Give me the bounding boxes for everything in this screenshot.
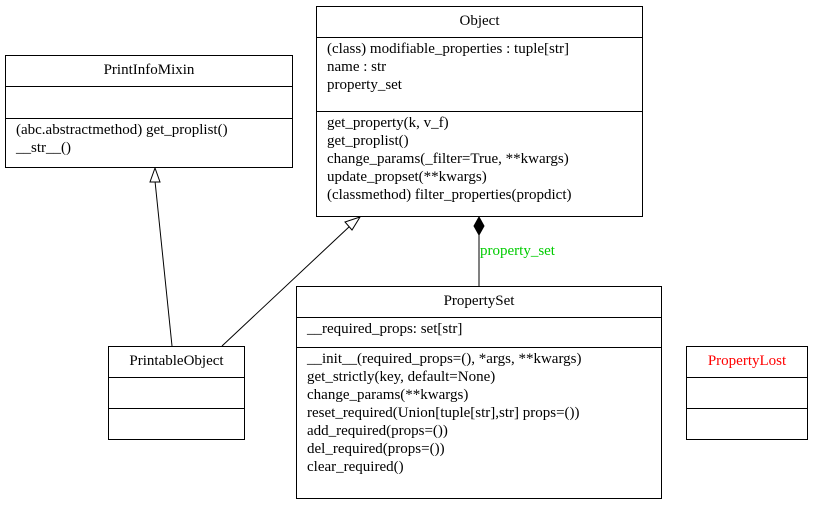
method-row: get_property(k, v_f) — [327, 115, 449, 131]
method-row: (classmethod) filter_properties(propdict… — [327, 187, 572, 203]
method-row: (abc.abstractmethod) get_proplist() — [16, 122, 228, 138]
class-property-lost-title: PropertyLost — [687, 347, 807, 378]
method-row: change_params(_filter=True, **kwargs) — [327, 151, 569, 167]
class-printable-object-attributes — [109, 378, 244, 409]
class-print-info-mixin-attributes — [6, 87, 292, 119]
class-property-lost-attributes — [687, 378, 807, 409]
method-row: get_strictly(key, default=None) — [307, 369, 496, 385]
method-row: update_propset(**kwargs) — [327, 169, 487, 185]
class-print-info-mixin-title: PrintInfoMixin — [6, 56, 292, 87]
class-property-lost: PropertyLost — [686, 346, 808, 440]
attribute-row: __required_props: set[str] — [307, 321, 463, 337]
inheritance-arrowhead-mixin — [149, 166, 161, 183]
class-printable-object-methods — [109, 409, 244, 411]
method-row: add_required(props=()) — [307, 423, 448, 439]
class-printable-object-title: PrintableObject — [109, 347, 244, 378]
class-property-set-attributes: __required_props: set[str] — [297, 318, 661, 348]
class-object-attributes: (class) modifiable_properties : tuple[st… — [317, 38, 642, 112]
class-print-info-mixin: PrintInfoMixin (abc.abstractmethod) get_… — [5, 55, 293, 168]
class-property-set-title: PropertySet — [297, 287, 661, 318]
method-row: __init__(required_props=(), *args, **kwa… — [307, 351, 582, 367]
attribute-row: name : str — [327, 59, 387, 75]
method-row: change_params(**kwargs) — [307, 387, 469, 403]
class-property-lost-methods — [687, 409, 807, 411]
attribute-row: (class) modifiable_properties : tuple[st… — [327, 41, 570, 57]
inheritance-edge-printable-to-object — [221, 225, 351, 347]
class-object: Object (class) modifiable_properties : t… — [316, 6, 643, 217]
class-property-set: PropertySet __required_props: set[str] _… — [296, 286, 662, 499]
composition-label: property_set — [480, 243, 555, 259]
method-row: clear_required() — [307, 459, 404, 475]
method-row: del_required(props=()) — [307, 441, 445, 457]
method-row: get_proplist() — [327, 133, 409, 149]
inheritance-edge-printable-to-mixin — [154, 180, 173, 347]
composition-diamond — [473, 215, 485, 237]
class-printable-object: PrintableObject — [108, 346, 245, 440]
method-row: reset_required(Union[tuple[str],str] pro… — [307, 405, 580, 421]
class-print-info-mixin-methods: (abc.abstractmethod) get_proplist() __st… — [6, 119, 292, 157]
method-row: __str__() — [16, 140, 71, 156]
attribute-row: property_set — [327, 77, 402, 93]
class-object-title: Object — [317, 7, 642, 38]
class-object-methods: get_property(k, v_f) get_proplist() chan… — [317, 112, 642, 204]
inheritance-arrowhead-object — [344, 216, 362, 231]
class-property-set-methods: __init__(required_props=(), *args, **kwa… — [297, 348, 661, 476]
